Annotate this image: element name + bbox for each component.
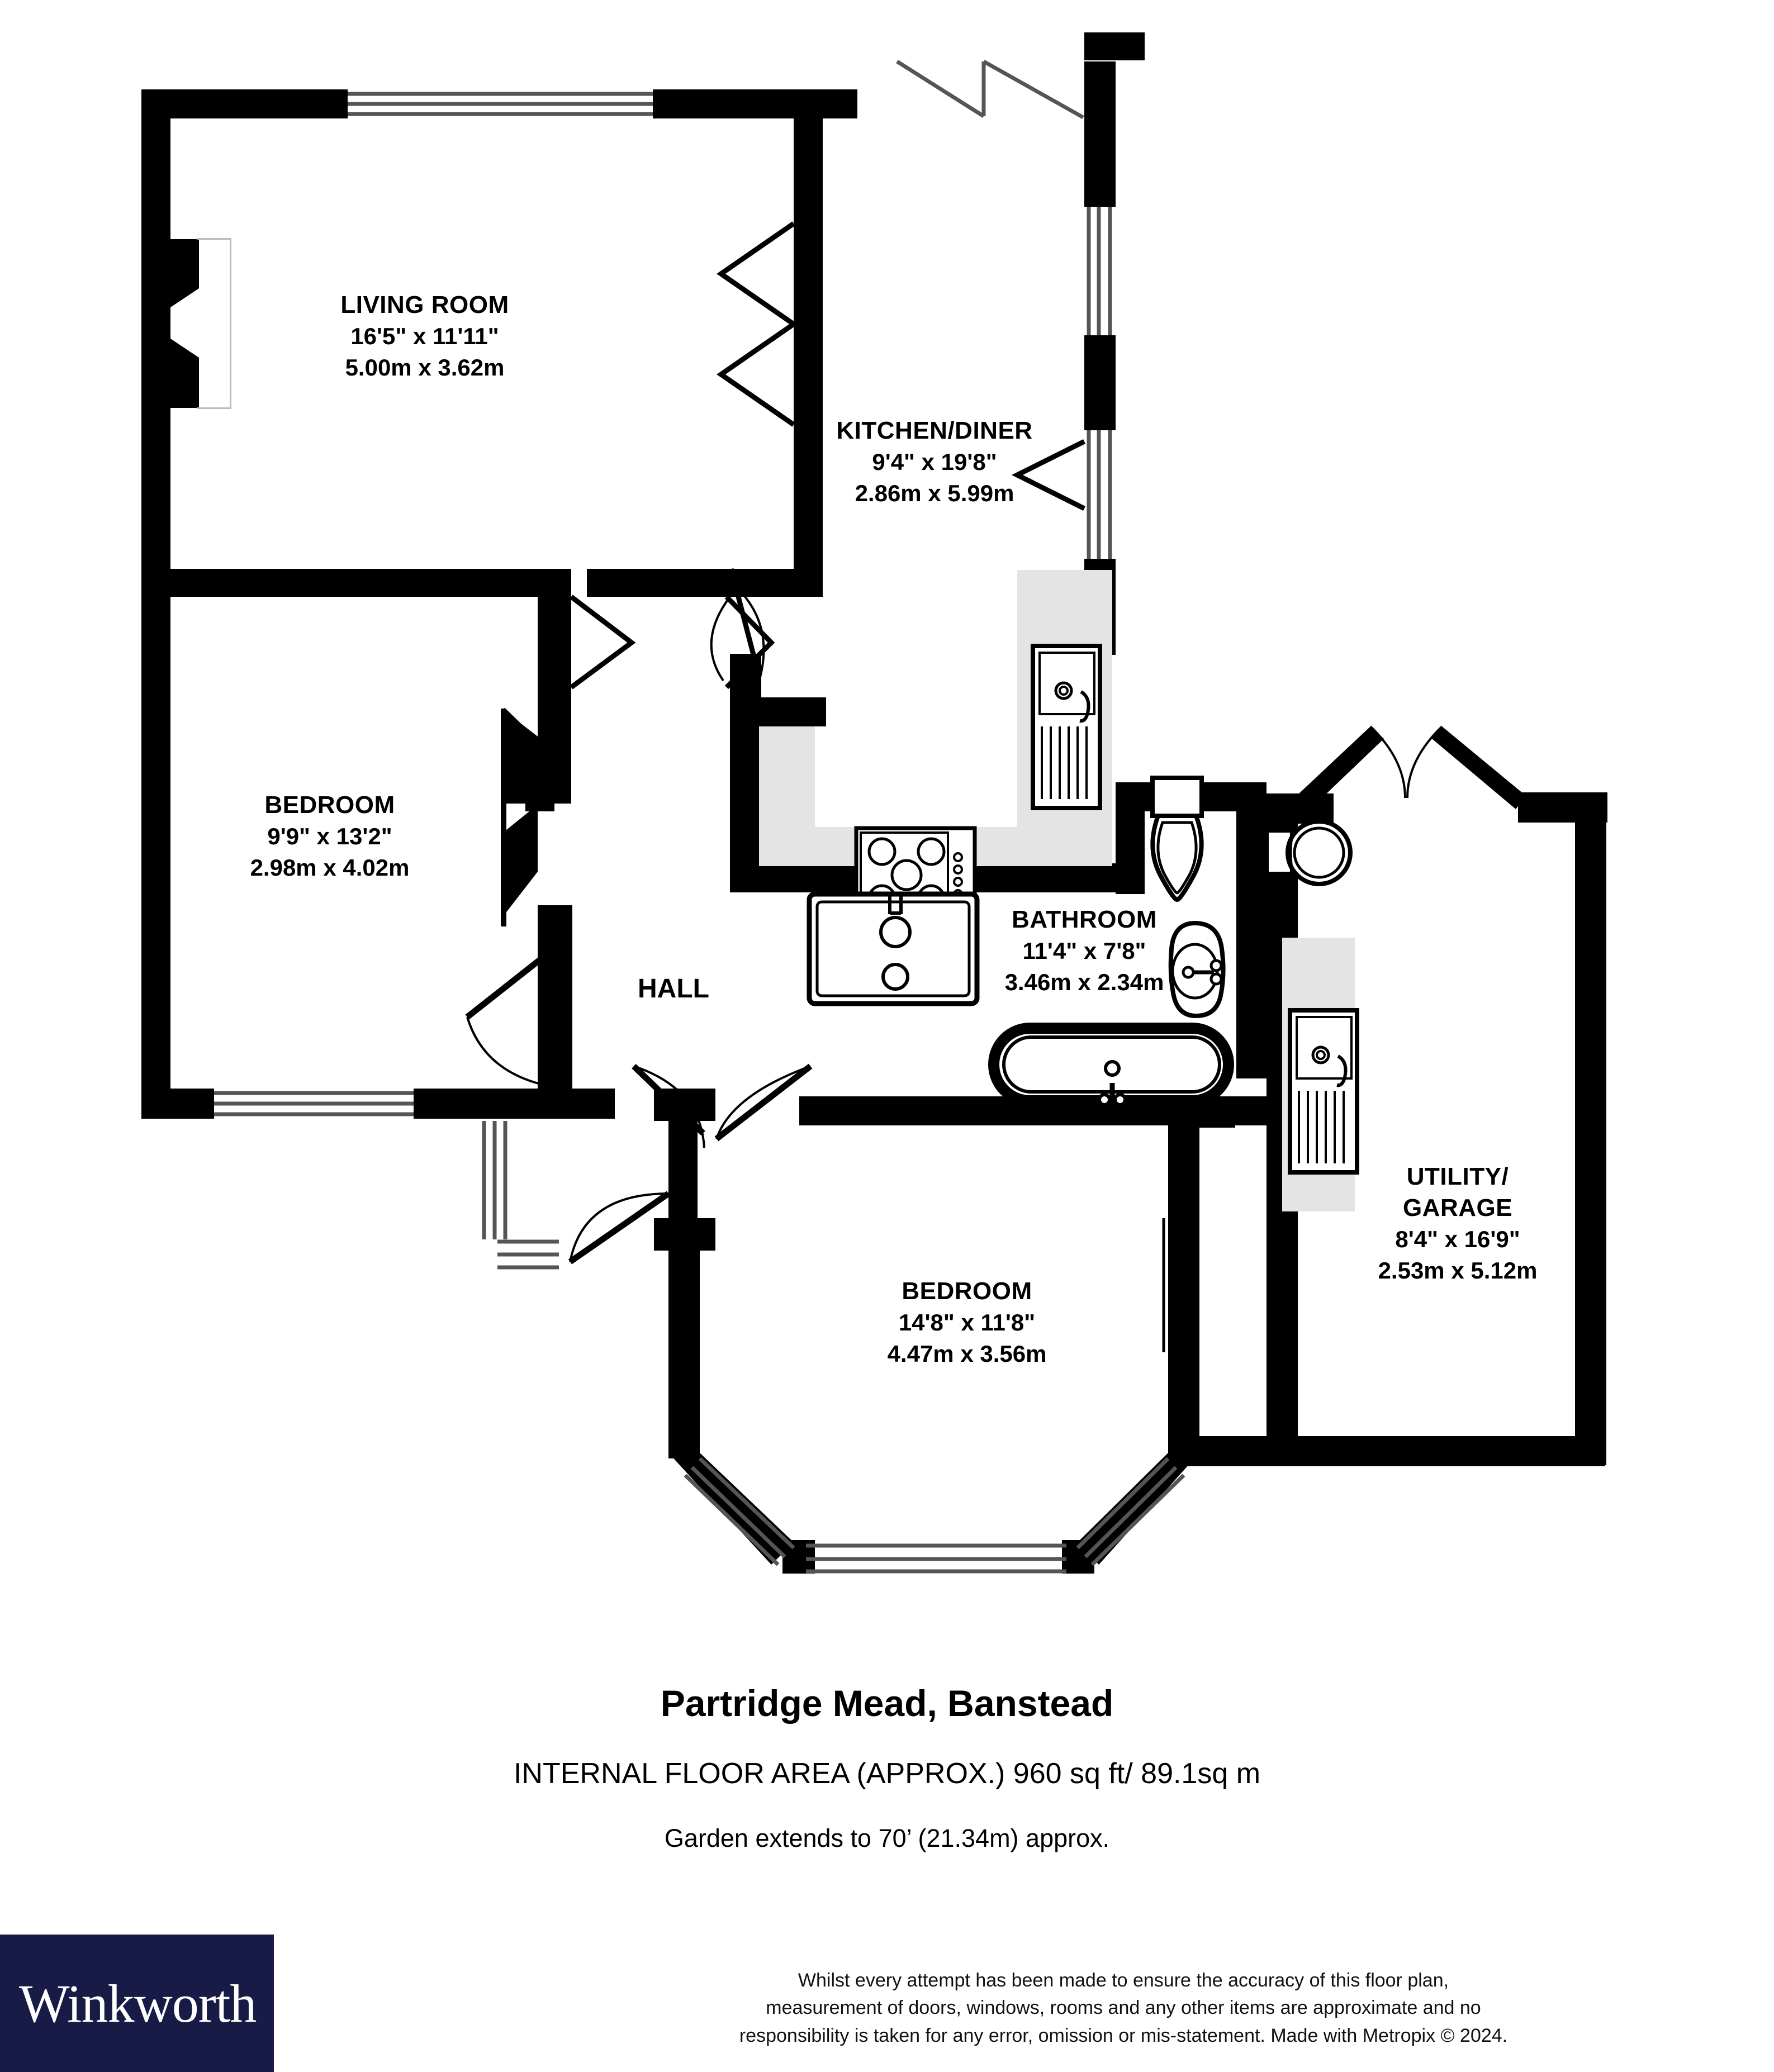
utility-garage-imperial: 8'4" x 16'9" <box>1395 1226 1520 1252</box>
wall-top-right <box>653 89 857 118</box>
wall-bed2-right <box>1168 1123 1199 1465</box>
wall-utility-right <box>1575 792 1606 1465</box>
room-labels-group: LIVING ROOM 16'5" x 11'11" 5.00m x 3.62m… <box>250 291 1538 1367</box>
room-label-bedroom-1: BEDROOM 9'9" x 13'2" 2.98m x 4.02m <box>250 791 410 881</box>
wall-bed1-right-upper <box>538 569 571 804</box>
door-hall-living-2 <box>570 595 636 690</box>
door-bedroom2 <box>632 1064 705 1148</box>
wall-bed2-left-stub <box>654 1218 715 1251</box>
room-label-kitchen-diner: KITCHEN/DINER 9'4" x 19'8" 2.86m x 5.99m <box>836 417 1032 506</box>
wall-utility-gable-right <box>1432 726 1526 809</box>
utility-garage-name2: GARAGE <box>1403 1194 1512 1222</box>
door-bedroom1 <box>465 933 572 1087</box>
room-label-bedroom-2: BEDROOM 14'8" x 11'8" 4.47m x 3.56m <box>888 1277 1047 1367</box>
wall-kitchen-top-stub <box>1084 32 1145 60</box>
door-kitchen-diner-right <box>1011 439 1086 511</box>
bathroom-name: BATHROOM <box>1012 906 1157 933</box>
bedroom-2-name: BEDROOM <box>902 1277 1032 1305</box>
wall-bed1-jog-spine <box>501 709 506 926</box>
bedroom-2-imperial: 14'8" x 11'8" <box>899 1309 1035 1336</box>
wall-kitchen-right-b <box>1084 335 1116 430</box>
wall-bathroom-right <box>1236 782 1267 1078</box>
wall-hall-kitchen-stub <box>759 697 826 726</box>
bathroom-wc-icon <box>1150 776 1204 902</box>
wall-living-bottom <box>146 569 549 597</box>
bathroom-metric: 3.46m x 2.34m <box>1005 969 1164 995</box>
porch-roof-lines <box>896 59 1084 120</box>
winkworth-logo-text: Winkworth <box>19 1973 257 2033</box>
wall-utility-topleft <box>1267 793 1334 824</box>
door-front-entrance <box>568 1191 671 1265</box>
window-kitchen-lower <box>1087 430 1112 559</box>
walls-group <box>141 32 1607 1574</box>
kitchen-sink-unit-icon <box>1031 644 1102 810</box>
door-living-kitchen <box>717 221 795 427</box>
disclaimer-line-2: measurement of doors, windows, rooms and… <box>766 1997 1481 2019</box>
door-utility-gable <box>1369 725 1443 799</box>
bedroom-1-metric: 2.98m x 4.02m <box>250 854 410 881</box>
bathroom-basin-icon <box>1168 920 1226 1019</box>
window-bay-left <box>684 1457 795 1566</box>
wall-living-right <box>794 89 823 581</box>
winkworth-logo[interactable]: Winkworth <box>0 1935 274 2072</box>
wall-kitchen-top-corner <box>1084 61 1116 91</box>
disclaimer-text: Whilst every attempt has been made to en… <box>687 1967 1559 2050</box>
doors-group <box>465 59 1443 1352</box>
room-label-living-room: LIVING ROOM 16'5" x 11'11" 5.00m x 3.62m <box>340 291 509 381</box>
door-bedroom1-internal <box>501 707 540 745</box>
living-room-name: LIVING ROOM <box>340 291 509 319</box>
wall-utility-bottom <box>1168 1436 1605 1466</box>
wall-kitchen-right-a <box>1084 89 1116 207</box>
door-kitchen-lower <box>728 568 765 678</box>
wall-bed1-right-lower <box>538 905 572 1096</box>
utility-wc-icon <box>1264 819 1353 886</box>
bedroom-2-metric: 4.47m x 3.56m <box>888 1341 1047 1367</box>
window-hall-entrance-bottom <box>497 1239 559 1270</box>
wall-utility-gable-left <box>1298 726 1384 811</box>
door-kitchen-hall <box>710 596 731 682</box>
room-label-bathroom: BATHROOM 11'4" x 7'8" 3.46m x 2.34m <box>1005 906 1164 995</box>
bathroom-fixtures <box>988 776 1234 1106</box>
plan-footer: Partridge Mead, Banstead INTERNAL FLOOR … <box>0 1682 1774 1853</box>
window-living-top <box>348 92 653 116</box>
room-label-utility-garage: UTILITY/ GARAGE 8'4" x 16'9" 2.53m x 5.1… <box>1378 1163 1538 1284</box>
disclaimer-line-3: responsibility is taken for any error, o… <box>739 2025 1508 2046</box>
kitchen-base-sink-icon <box>807 891 980 1006</box>
wall-top-left <box>146 89 348 118</box>
windows-group <box>214 92 1185 1574</box>
kitchen-diner-imperial: 9'4" x 19'8" <box>872 449 997 475</box>
window-kitchen-upper <box>1087 207 1112 335</box>
bathroom-imperial: 11'4" x 7'8" <box>1023 938 1146 964</box>
page-title: Partridge Mead, Banstead <box>660 1683 1114 1724</box>
kitchen-diner-metric: 2.86m x 5.99m <box>855 480 1014 506</box>
fireplace-icon <box>164 238 231 409</box>
door-bathroom <box>714 1063 813 1142</box>
wall-bed2-left <box>668 1218 700 1458</box>
living-room-imperial: 16'5" x 11'11" <box>350 323 499 349</box>
utility-garage-metric: 2.53m x 5.12m <box>1378 1257 1538 1284</box>
utility-sink-unit-icon <box>1288 1008 1359 1175</box>
kitchen-diner-name: KITCHEN/DINER <box>836 417 1032 444</box>
window-bay-centre <box>806 1543 1066 1574</box>
garden-note: Garden extends to 70’ (21.34m) approx. <box>664 1824 1110 1852</box>
utility-fixtures <box>1264 819 1359 1175</box>
bedroom-1-imperial: 9'9" x 13'2" <box>267 823 392 849</box>
wall-bed1-bottom-left <box>141 1089 214 1119</box>
bedroom-1-name: BEDROOM <box>264 791 395 819</box>
bed1-cupboard-mark-a <box>525 804 554 811</box>
disclaimer-line-1: Whilst every attempt has been made to en… <box>798 1970 1449 1991</box>
wall-utility-top-right <box>1518 792 1607 823</box>
wall-hall-top <box>587 569 788 597</box>
window-bedroom1-bottom <box>214 1091 414 1116</box>
bed1-cupboard-mark-b <box>511 855 533 862</box>
bathroom-bath-icon <box>988 1023 1234 1106</box>
window-bay-right <box>1076 1457 1185 1566</box>
utility-garage-name: UTILITY/ <box>1407 1163 1509 1190</box>
hall-label: HALL <box>638 974 709 1004</box>
living-room-metric: 5.00m x 3.62m <box>345 354 505 381</box>
wall-bed1-bottom-right <box>414 1089 615 1119</box>
internal-floor-area: INTERNAL FLOOR AREA (APPROX.) 960 sq ft/… <box>513 1757 1261 1790</box>
window-hall-entrance <box>482 1121 507 1239</box>
kitchen-fixtures <box>807 644 1102 1006</box>
